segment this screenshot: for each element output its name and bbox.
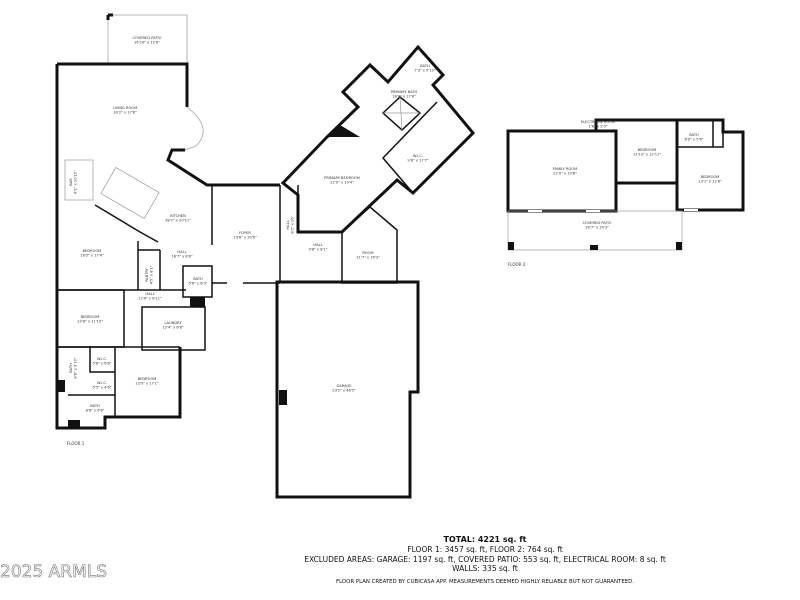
patio-post-3 <box>676 242 682 250</box>
foyer-walls <box>211 185 299 284</box>
west-wall <box>55 64 182 430</box>
bedroom-b-walls <box>675 118 745 212</box>
laundry-walls <box>141 306 206 351</box>
bar-counter <box>64 159 94 201</box>
bay-window <box>184 106 204 151</box>
floor-2-walls <box>506 118 745 251</box>
bedroom-a-walls <box>594 118 679 185</box>
total-area: TOTAL: 4221 sq. ft <box>443 535 527 544</box>
label-bar: BAR8'1" x 10'10" <box>69 170 78 194</box>
floor-1-label: FLOOR 1 <box>67 441 85 446</box>
pantry-walls <box>137 241 161 290</box>
label-wic-primary: W.I.C.9'8" x 17'7" <box>407 154 428 163</box>
covered-patio-2-outline <box>507 210 683 251</box>
patio-post <box>106 13 113 20</box>
floor-2-label: FLOOR 2 <box>508 262 526 267</box>
wall-block <box>57 380 65 392</box>
label-pantry: PANTRY4'5" x 8'1" <box>145 265 154 284</box>
living-room-wall <box>57 62 189 107</box>
column-block <box>190 297 205 307</box>
label-bath-a: BATH8'8" x 9'10" <box>69 357 78 378</box>
room-walls <box>341 206 398 284</box>
kitchen-island <box>100 167 160 219</box>
shower-cross <box>383 96 420 131</box>
garage-walls <box>275 280 420 499</box>
kitchen-wall <box>166 148 280 187</box>
wall-block-2 <box>68 420 80 428</box>
label-hall-vertical: HALL8'3" x 26' <box>286 216 295 233</box>
primary-suite-walls <box>280 44 476 234</box>
wic-primary-walls <box>381 101 438 194</box>
bath-walls <box>677 120 724 148</box>
patio-post-2 <box>590 245 598 250</box>
excluded-areas: EXCLUDED AREAS: GARAGE: 1197 sq. ft, COV… <box>304 555 666 564</box>
patio-post-1 <box>508 242 514 250</box>
disclaimer: FLOOR PLAN CREATED BY CUBICASA APP. MEAS… <box>335 579 634 585</box>
garage-block <box>279 390 287 405</box>
windows <box>528 209 698 212</box>
label-wic-b: W.I.C.5'5" x 4'6" <box>93 381 112 390</box>
walls-area: WALLS: 335 sq. ft <box>452 564 518 573</box>
label-wic-a: W.I.C.5'8" x 6'8" <box>93 357 112 366</box>
bath-wic-walls <box>57 346 180 417</box>
wall-triangle <box>327 125 360 137</box>
floor-areas: FLOOR 1: 3457 sq. ft, FLOOR 2: 764 sq. f… <box>407 545 563 554</box>
floor-1-walls <box>55 13 476 499</box>
bedroom-diag-wall <box>94 204 159 243</box>
watermark: 2025 ARMLS <box>0 562 108 583</box>
